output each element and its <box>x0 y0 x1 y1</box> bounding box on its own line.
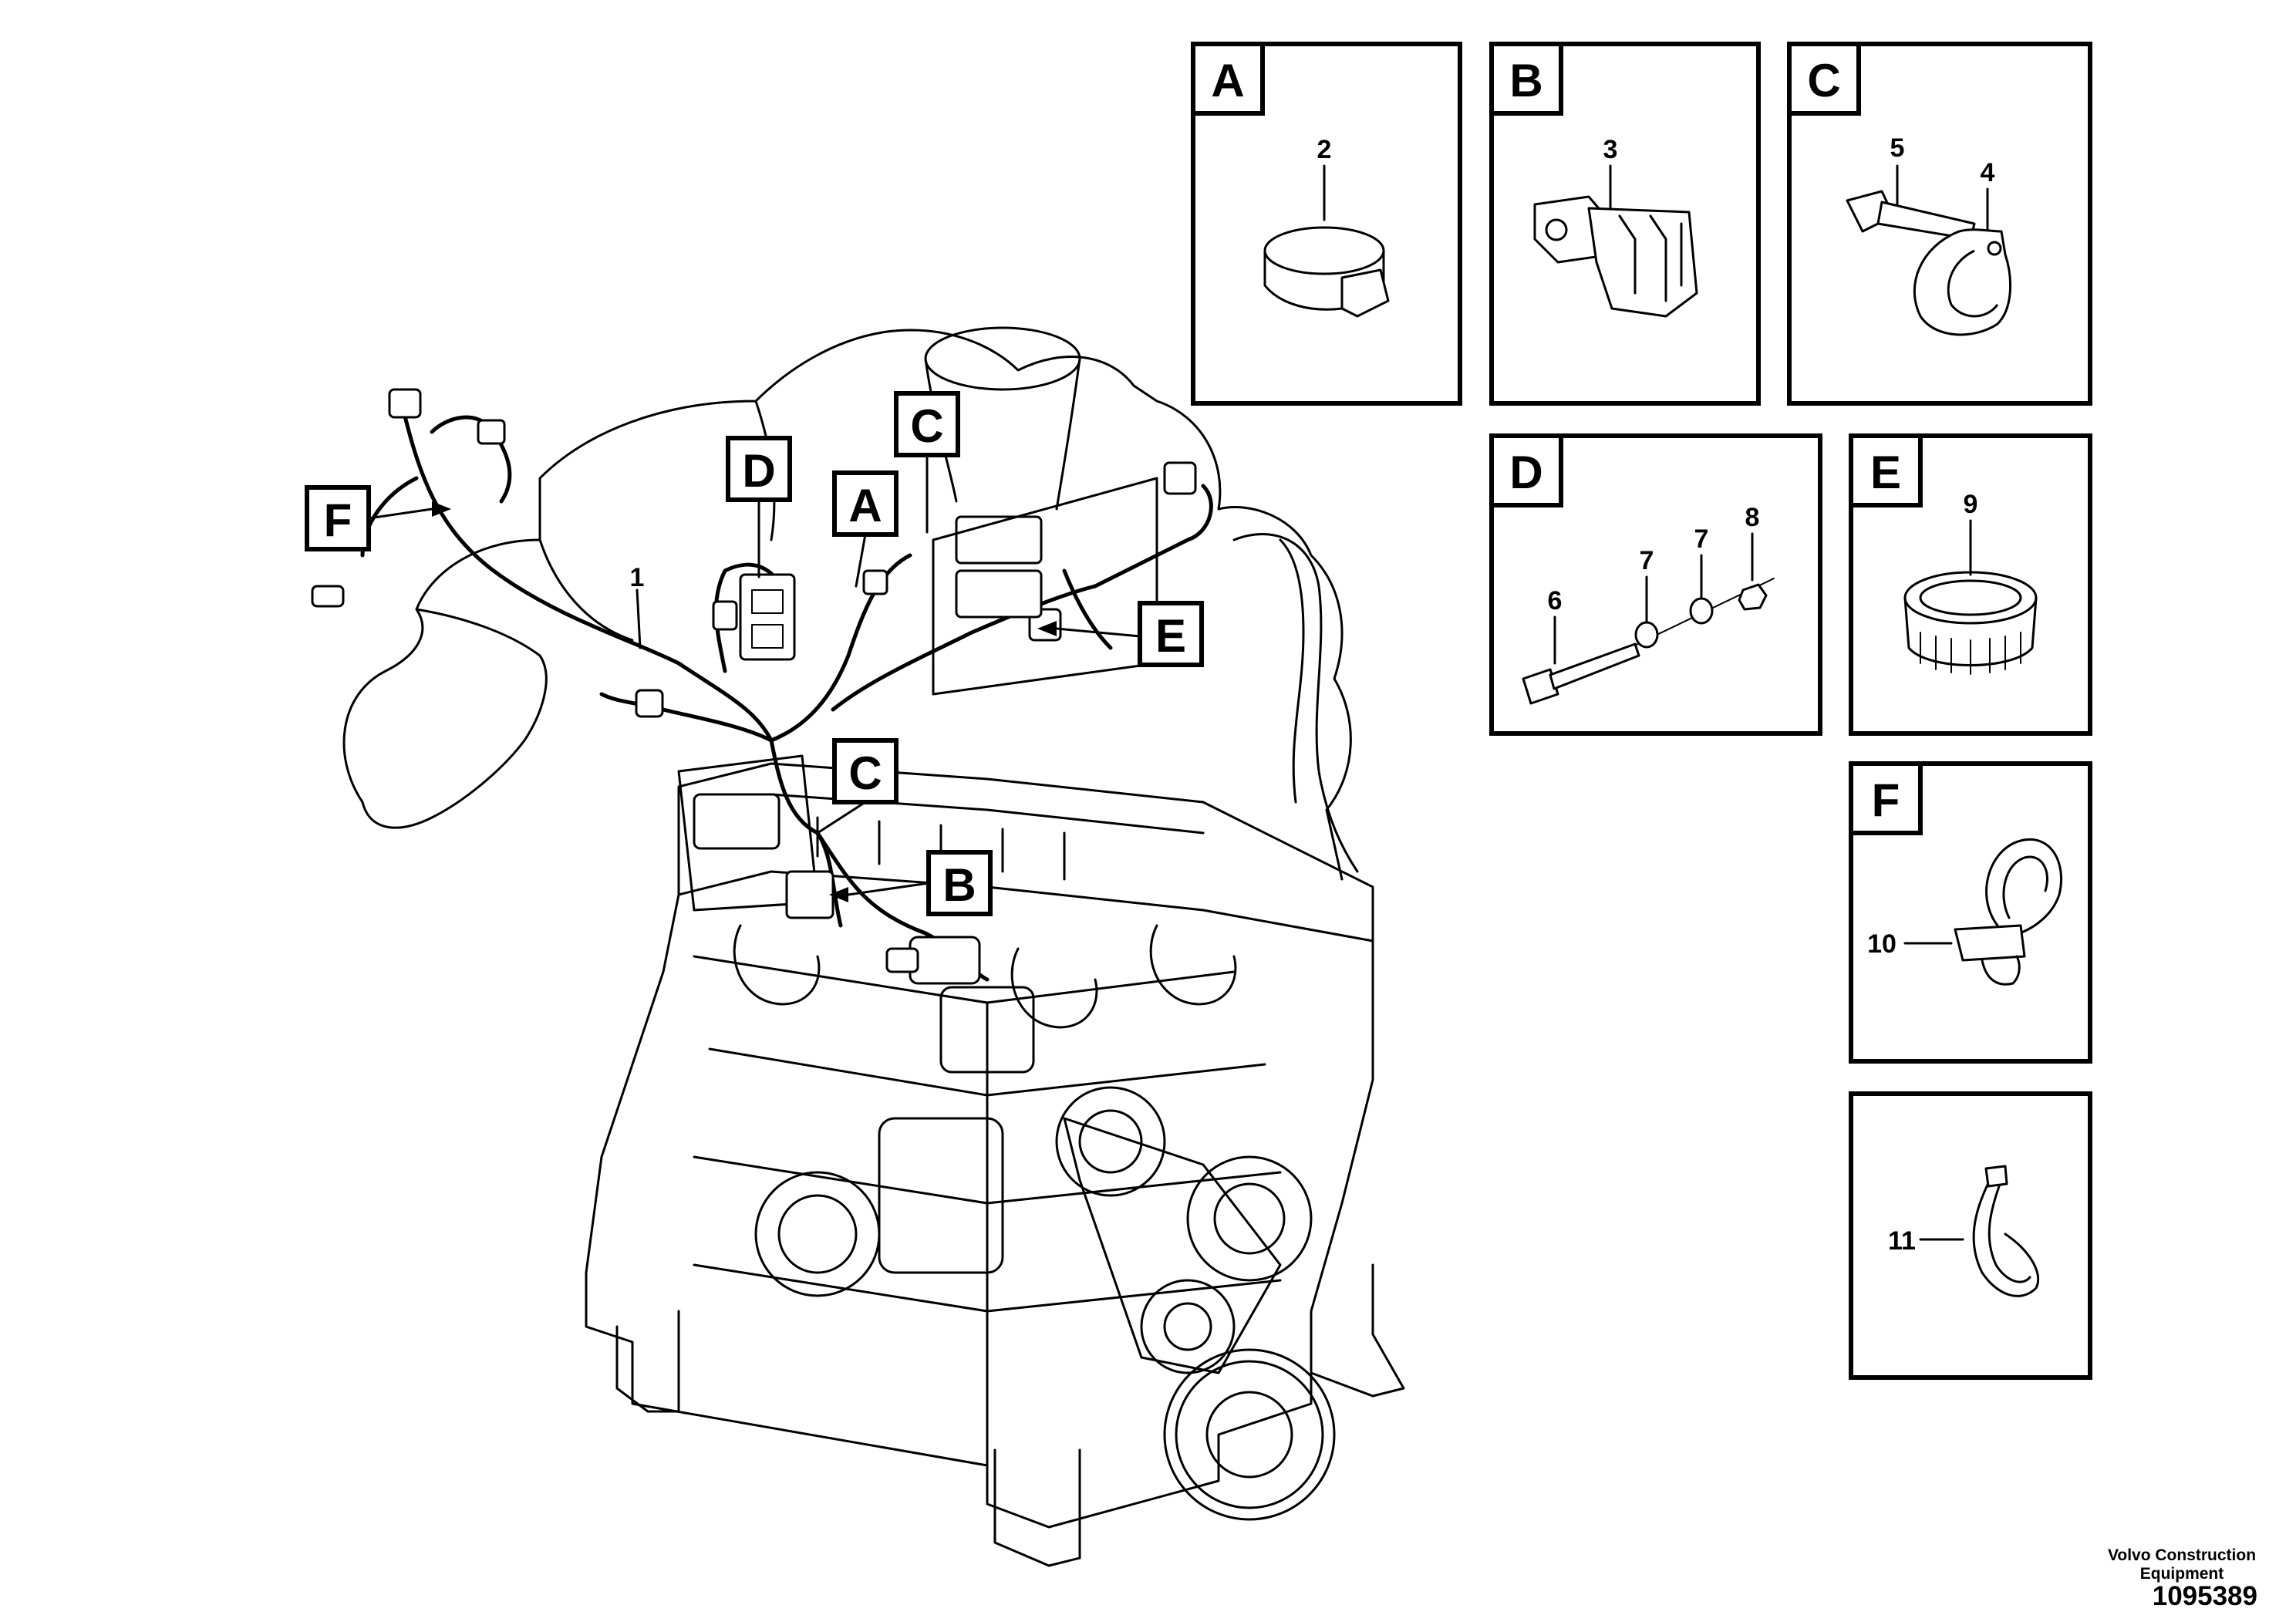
svg-text:C: C <box>910 400 943 452</box>
document-number: 1095389 <box>2152 1581 2257 1611</box>
svg-text:E: E <box>1155 610 1186 662</box>
callout-tag-b[interactable]: B <box>926 850 993 916</box>
svg-text:D: D <box>742 445 775 497</box>
svg-text:E: E <box>1870 447 1901 498</box>
detail-box-e: E 9 <box>1849 433 2092 736</box>
arrow-e <box>1037 621 1057 636</box>
item-number-9: 9 <box>1964 490 1978 519</box>
detail-box-a: A 2 <box>1191 42 1462 406</box>
detail-box-unlettered: 11 <box>1849 1091 2092 1380</box>
bolt-washer-nut-icon <box>1522 583 1768 705</box>
svg-text:F: F <box>324 494 352 546</box>
svg-text:A: A <box>1211 55 1244 106</box>
item-number-4: 4 <box>1981 158 1995 187</box>
svg-text:B: B <box>942 859 976 911</box>
svg-text:D: D <box>1509 447 1542 498</box>
svg-text:A: A <box>848 480 882 531</box>
callout-tag-a[interactable]: A <box>832 470 899 537</box>
callout-tag-f[interactable]: F <box>305 485 371 551</box>
item-number-2: 2 <box>1317 135 1332 164</box>
item-number-5: 5 <box>1890 133 1905 163</box>
item-number-8: 8 <box>1745 503 1760 532</box>
item-number-10: 10 <box>1867 929 1896 959</box>
item-number-7a: 7 <box>1640 546 1654 575</box>
callout-leaders <box>367 454 1141 896</box>
harness-item-number: 1 <box>630 563 645 592</box>
bolt-and-p-clamp-icon <box>1846 190 2012 336</box>
engine-illustration <box>342 326 1405 1567</box>
clip-bracket-icon <box>1533 195 1698 318</box>
svg-text:F: F <box>1872 774 1900 826</box>
item-number-3: 3 <box>1603 135 1618 164</box>
callout-tag-c-mid[interactable]: C <box>832 738 899 804</box>
arrow-f <box>432 501 451 517</box>
svg-text:B: B <box>1509 55 1542 106</box>
arrow-b <box>829 887 848 902</box>
velcro-strap-icon <box>1263 226 1390 318</box>
grommet-nut-ring-icon <box>1903 571 2038 675</box>
detail-box-f: F 10 <box>1849 761 2092 1064</box>
svg-text:C: C <box>848 747 882 799</box>
item-number-7b: 7 <box>1694 524 1709 554</box>
callout-tag-c-top[interactable]: C <box>894 391 960 457</box>
item-number-11: 11 <box>1888 1226 1916 1256</box>
item-number-6: 6 <box>1548 586 1563 615</box>
detail-box-d: D 6 7 7 8 <box>1489 433 1822 736</box>
cable-tie-mount-icon <box>1954 838 2063 986</box>
svg-text:C: C <box>1807 55 1840 106</box>
cable-tie-icon <box>1972 1165 2040 1297</box>
detail-box-c: C 5 4 <box>1787 42 2092 406</box>
brand-label: Volvo Construction Equipment <box>2107 1546 2257 1583</box>
callout-tag-d[interactable]: D <box>726 436 792 502</box>
detail-box-b: B 3 <box>1489 42 1761 406</box>
callout-tag-e[interactable]: E <box>1138 601 1204 667</box>
